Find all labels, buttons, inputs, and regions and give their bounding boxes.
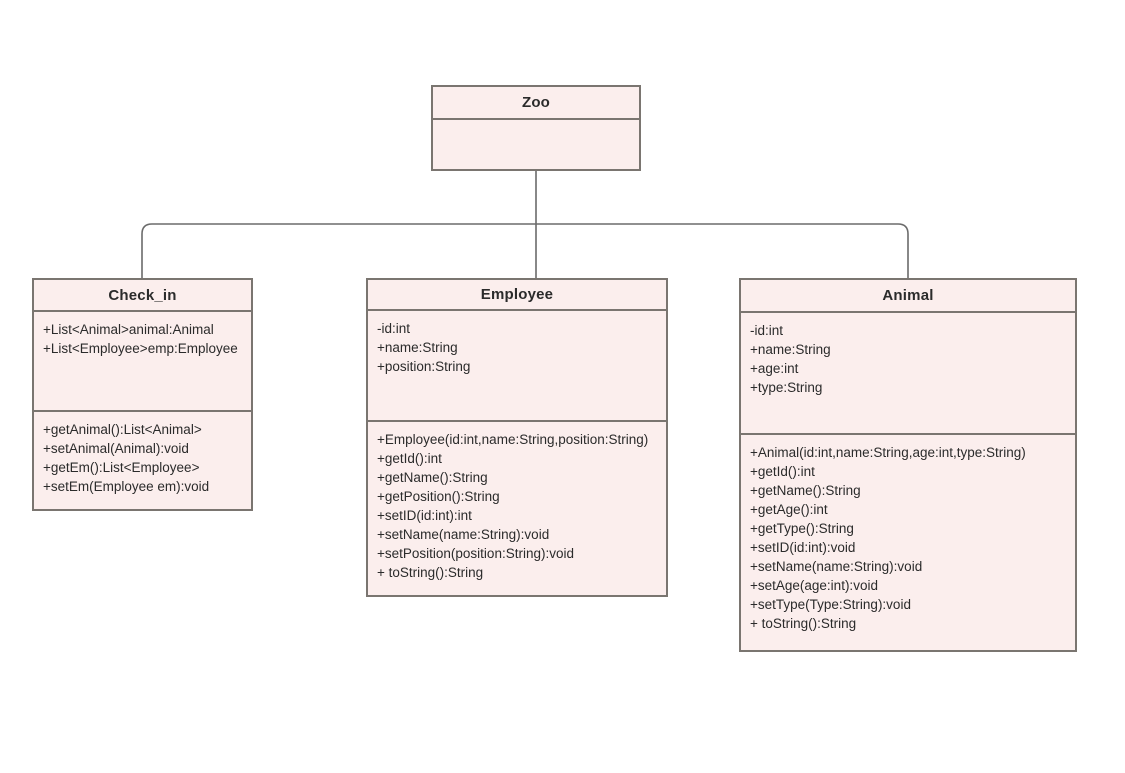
operation-item: +getType():String [750, 521, 854, 536]
operation-item: +Animal(id:int,name:String,age:int,type:… [750, 445, 1026, 460]
operation-item: +setAge(age:int):void [750, 578, 878, 593]
class-attributes-animal: -id:int +name:String +age:int +type:Stri… [741, 313, 1075, 435]
operation-item: +getEm():List<Employee> [43, 460, 200, 475]
operation-item: +setName(name:String):void [377, 527, 550, 542]
class-operations-employee: +Employee(id:int,name:String,position:St… [368, 422, 666, 597]
operation-item: +setID(id:int):void [750, 540, 856, 555]
connector-zoo-to-check-in [141, 223, 537, 278]
operation-item: +getId():int [750, 464, 815, 479]
attribute-item: +List<Employee>emp:Employee [43, 341, 238, 356]
class-box-zoo[interactable]: Zoo [431, 85, 641, 171]
class-body-zoo [433, 120, 639, 169]
operation-item: +getAge():int [750, 502, 828, 517]
attribute-item: +position:String [377, 359, 471, 374]
class-operations-check-in: +getAnimal():List<Animal> +setAnimal(Ani… [34, 412, 251, 511]
operation-item: +getAnimal():List<Animal> [43, 422, 202, 437]
attribute-item: +type:String [750, 380, 823, 395]
class-title-employee: Employee [368, 280, 666, 311]
class-title-check-in: Check_in [34, 280, 251, 312]
operation-item: +setAnimal(Animal):void [43, 441, 189, 456]
class-attributes-employee: -id:int +name:String +position:String [368, 311, 666, 422]
class-title-zoo: Zoo [433, 87, 639, 120]
operation-item: +getPosition():String [377, 489, 500, 504]
attribute-item: -id:int [750, 323, 784, 338]
class-operations-animal: +Animal(id:int,name:String,age:int,type:… [741, 435, 1075, 652]
attribute-item: +name:String [377, 340, 458, 355]
operation-item: +getName():String [750, 483, 861, 498]
operation-item: +setPosition(position:String):void [377, 546, 574, 561]
operation-item: +setType(Type:String):void [750, 597, 911, 612]
class-box-animal[interactable]: Animal -id:int +name:String +age:int +ty… [739, 278, 1077, 652]
operation-item: +setID(id:int):int [377, 508, 472, 523]
attribute-item: +List<Animal>animal:Animal [43, 322, 214, 337]
attribute-item: +age:int [750, 361, 799, 376]
class-attributes-check-in: +List<Animal>animal:Animal +List<Employe… [34, 312, 251, 412]
operation-item: +setName(name:String):void [750, 559, 923, 574]
connector-zoo-to-animal [536, 223, 909, 278]
operation-item: + toString():String [377, 565, 484, 580]
operation-item: +setEm(Employee em):void [43, 479, 210, 494]
operation-item: +getName():String [377, 470, 488, 485]
class-title-animal: Animal [741, 280, 1075, 313]
class-box-employee[interactable]: Employee -id:int +name:String +position:… [366, 278, 668, 597]
operation-item: + toString():String [750, 616, 857, 631]
attribute-item: -id:int [377, 321, 411, 336]
operation-item: +getId():int [377, 451, 442, 466]
class-box-check-in[interactable]: Check_in +List<Animal>animal:Animal +Lis… [32, 278, 253, 511]
operation-item: +Employee(id:int,name:String,position:St… [377, 432, 649, 447]
attribute-item: +name:String [750, 342, 831, 357]
